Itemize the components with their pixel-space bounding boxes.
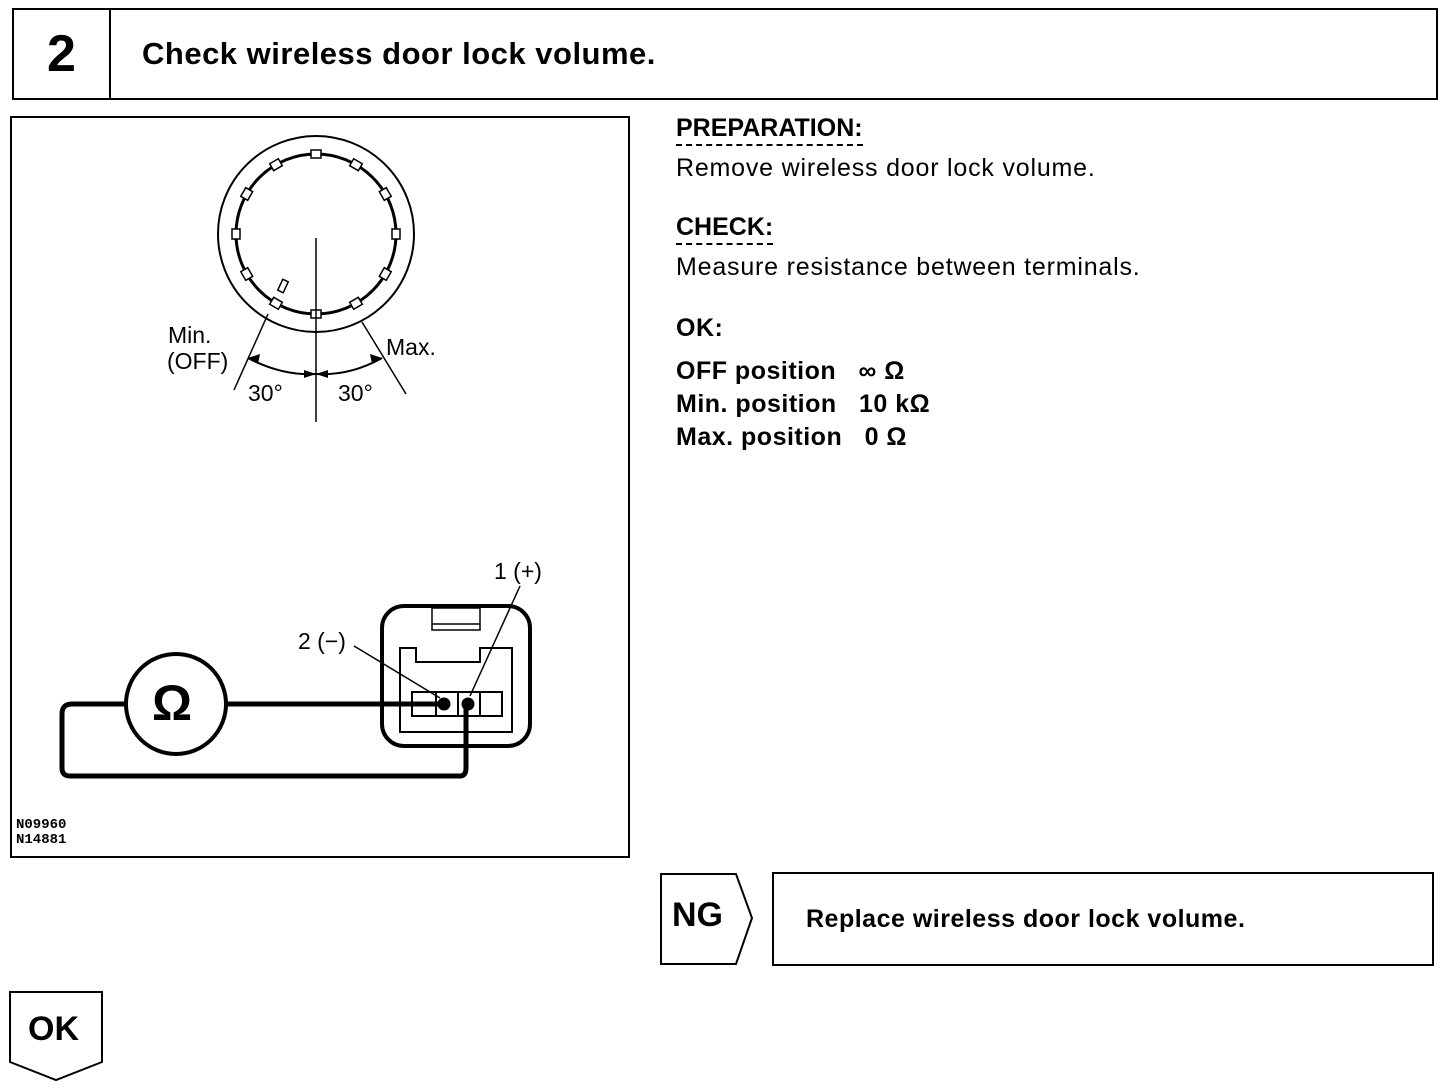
check-heading: CHECK:	[676, 213, 774, 245]
check-section: CHECK: Measure resistance between termin…	[676, 213, 1436, 282]
ng-action-box: Replace wireless door lock volume.	[772, 872, 1434, 966]
knob-notches	[231, 149, 401, 319]
volume-knob	[217, 135, 415, 422]
ng-action-text: Replace wireless door lock volume.	[806, 904, 1246, 933]
connector	[380, 604, 532, 748]
knob-notch	[239, 266, 254, 282]
label-max: Max.	[386, 334, 436, 360]
label-terminal-minus: 2 (−)	[298, 628, 346, 654]
max-line	[361, 321, 407, 395]
step-header: 2 Check wireless door lock volume.	[12, 8, 1438, 100]
ok-spec-section: OK: OFF position ∞ Ω Min. position 10 kΩ…	[676, 312, 1436, 454]
ng-label: NG	[672, 896, 723, 934]
ok-spec-row: OFF position ∞ Ω	[676, 357, 905, 385]
label-min: Min.	[168, 322, 212, 348]
knob-notch	[268, 157, 284, 172]
knob-notch	[231, 228, 241, 240]
step-number: 2	[14, 10, 111, 98]
label-off: (OFF)	[167, 348, 229, 374]
check-text: Measure resistance between terminals.	[676, 253, 1141, 281]
knob-notch	[348, 157, 364, 172]
terminal-2	[437, 697, 451, 711]
step-title: Check wireless door lock volume.	[142, 36, 656, 71]
knob-notch	[378, 186, 393, 202]
ok-spec-heading: OK:	[676, 314, 724, 342]
figure-code-1: N09960	[16, 817, 67, 833]
knob-notch	[268, 296, 284, 311]
ok-spec-row: Min. position 10 kΩ	[676, 390, 931, 418]
preparation-section: PREPARATION: Remove wireless door lock v…	[676, 114, 1436, 183]
label-angle-left: 30°	[248, 380, 283, 406]
figure-code-2: N14881	[16, 832, 67, 848]
preparation-heading: PREPARATION:	[676, 114, 863, 146]
knob-notch	[348, 296, 364, 311]
ng-tag-shape	[660, 873, 754, 965]
diagram-figure: Min. (OFF) Max. 30° 30° 1 (+) 2 (−) Ω N0…	[10, 116, 630, 858]
ok-tag-shape	[9, 991, 103, 1082]
min-line	[233, 313, 269, 391]
measurement-circuit	[59, 585, 532, 779]
leader-terminal-1	[469, 585, 521, 697]
label-angle-right: 30°	[338, 380, 373, 406]
figure-code: N09960 N14881	[16, 818, 66, 848]
knob-notch	[310, 149, 322, 159]
diagram-svg	[59, 135, 532, 779]
ohm-symbol: Ω	[152, 675, 193, 731]
leader-terminal-2	[353, 645, 441, 699]
preparation-text: Remove wireless door lock volume.	[676, 154, 1096, 182]
terminal-1	[461, 697, 475, 711]
label-terminal-plus: 1 (+)	[494, 558, 542, 584]
knob-pointer	[276, 278, 290, 294]
instructions: PREPARATION: Remove wireless door lock v…	[676, 114, 1436, 454]
ok-spec-row: Max. position 0 Ω	[676, 423, 907, 451]
ok-label: OK	[28, 1010, 79, 1048]
knob-notch	[378, 266, 393, 282]
knob-notch	[391, 228, 401, 240]
knob-notch	[239, 186, 254, 202]
